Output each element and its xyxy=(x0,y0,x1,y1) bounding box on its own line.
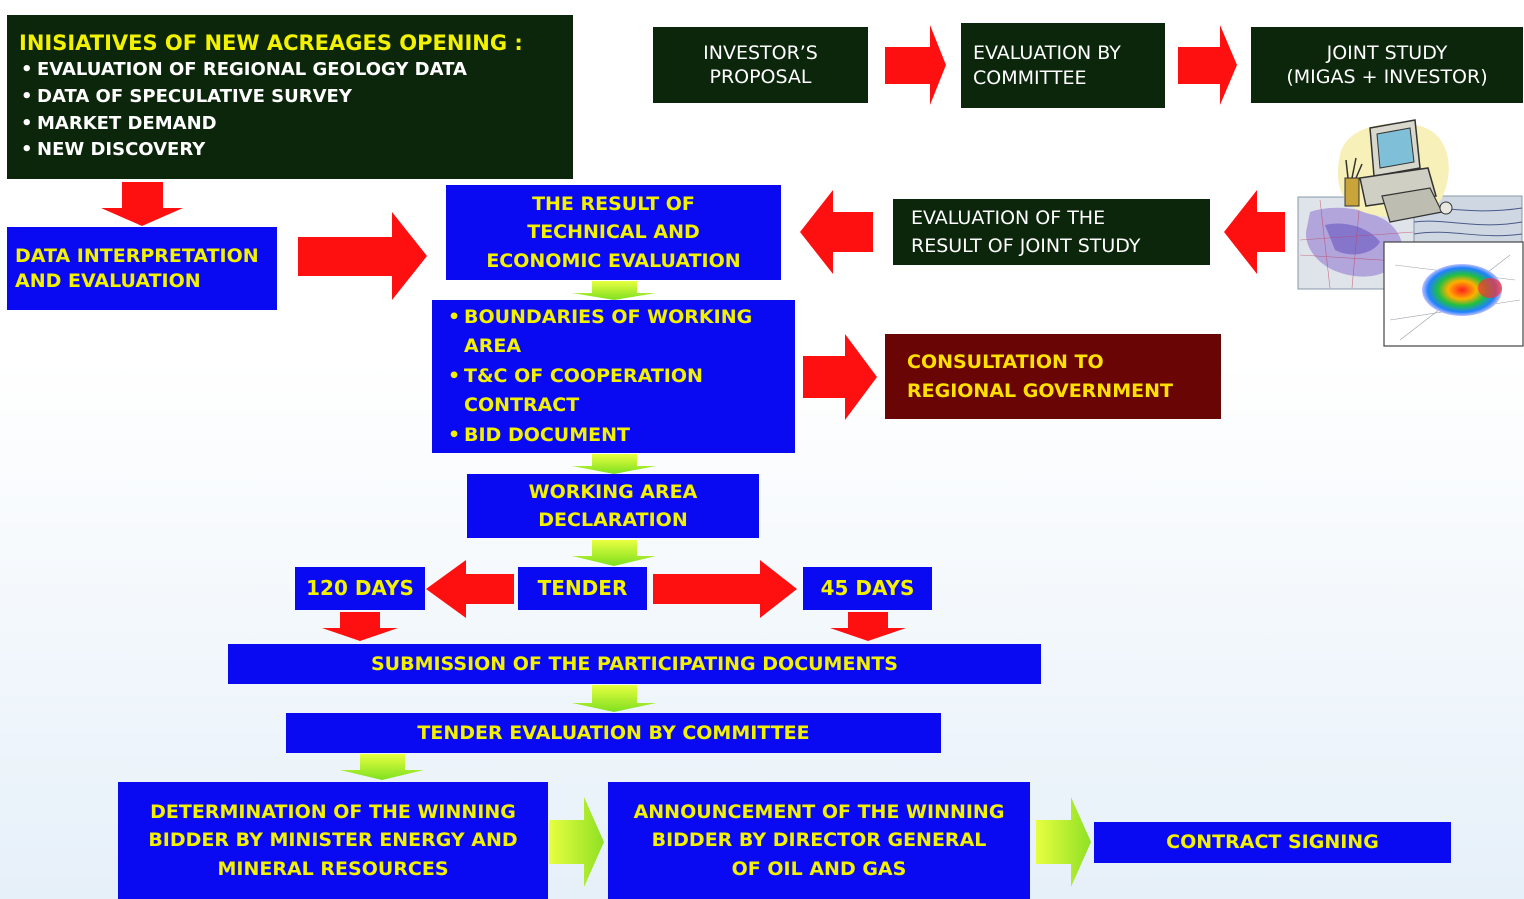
submission-box: SUBMISSION OF THE PARTICIPATING DOCUMENT… xyxy=(228,644,1041,684)
data-interpretation-box: DATA INTERPRETATION AND EVALUATION xyxy=(7,227,277,310)
initiatives-title: INISIATIVES OF NEW ACREAGES OPENING : xyxy=(19,31,523,56)
boundaries-item: BOUNDARIES OF WORKING AREA xyxy=(446,303,795,362)
arrow-submission-to-evaluation xyxy=(572,685,656,712)
days-120-box: 120 DAYS xyxy=(295,567,425,610)
arrow-tender-to-45-days xyxy=(653,560,797,618)
boundaries-item: BID DOCUMENT xyxy=(446,421,795,451)
evaluation-joint-study-box: EVALUATION OF THE RESULT OF JOINT STUDY xyxy=(893,199,1210,265)
data-interpretation-label: DATA INTERPRETATION AND EVALUATION xyxy=(15,245,259,292)
computer-clipart-icon xyxy=(1337,119,1453,223)
arrow-image-to-evaluation xyxy=(1224,190,1285,274)
announcement-label: ANNOUNCEMENT OF THE WINNING BIDDER BY DI… xyxy=(633,800,1005,880)
tender-evaluation-label: TENDER EVALUATION BY COMMITTEE xyxy=(417,721,810,744)
boundaries-list: BOUNDARIES OF WORKING AREA T&C OF COOPER… xyxy=(446,303,795,451)
initiatives-list: EVALUATION OF REGIONAL GEOLOGY DATA DATA… xyxy=(19,57,467,164)
arrow-tender-to-120-days xyxy=(426,560,514,618)
evaluation-by-committee-box: EVALUATION BY COMMITTEE xyxy=(961,23,1165,108)
days-45-box: 45 DAYS xyxy=(803,567,932,610)
arrow-evaluation-to-determination xyxy=(340,754,424,780)
investor-proposal-label: INVESTOR’S PROPOSAL xyxy=(703,41,818,88)
joint-study-label: JOINT STUDY (MIGAS + INVESTOR) xyxy=(1286,41,1488,88)
tender-evaluation-box: TENDER EVALUATION BY COMMITTEE xyxy=(286,713,941,753)
contract-signing-label: CONTRACT SIGNING xyxy=(1166,831,1379,854)
days-45-label: 45 DAYS xyxy=(820,575,915,600)
arrow-committee-to-joint-study xyxy=(1178,25,1237,105)
arrow-to-consultation xyxy=(803,334,877,420)
determination-box: DETERMINATION OF THE WINNING BIDDER BY M… xyxy=(118,782,548,899)
tender-label: TENDER xyxy=(537,575,628,600)
submission-label: SUBMISSION OF THE PARTICIPATING DOCUMENT… xyxy=(370,652,898,675)
technical-economic-result-label: THE RESULT OF TECHNICAL AND ECONOMIC EVA… xyxy=(486,192,741,272)
initiatives-item: DATA OF SPECULATIVE SURVEY xyxy=(19,84,467,111)
arrow-boundaries-to-declaration xyxy=(572,454,656,474)
arrow-initiatives-down xyxy=(101,182,183,226)
determination-label: DETERMINATION OF THE WINNING BIDDER BY M… xyxy=(148,800,518,880)
technical-economic-result-box: THE RESULT OF TECHNICAL AND ECONOMIC EVA… xyxy=(446,185,781,280)
investor-proposal-box: INVESTOR’S PROPOSAL xyxy=(653,27,868,103)
evaluation-by-committee-label: EVALUATION BY COMMITTEE xyxy=(973,42,1121,89)
arrow-45-days-down xyxy=(830,612,906,641)
consultation-label: CONSULTATION TO REGIONAL GOVERNMENT xyxy=(907,351,1173,402)
tender-box: TENDER xyxy=(518,567,647,610)
geology-map-image xyxy=(1297,195,1524,347)
arrow-result-to-boundaries xyxy=(572,281,656,300)
initiatives-item: MARKET DEMAND xyxy=(19,111,467,138)
arrow-interpretation-to-result xyxy=(298,212,427,300)
consultation-box: CONSULTATION TO REGIONAL GOVERNMENT xyxy=(885,334,1221,419)
arrow-determination-to-announcement xyxy=(549,797,604,887)
arrow-announcement-to-signing xyxy=(1036,797,1091,887)
boundaries-box: BOUNDARIES OF WORKING AREA T&C OF COOPER… xyxy=(432,300,795,453)
days-120-label: 120 DAYS xyxy=(306,575,414,600)
working-area-declaration-box: WORKING AREA DECLARATION xyxy=(467,474,759,538)
contract-signing-box: CONTRACT SIGNING xyxy=(1094,822,1451,863)
evaluation-joint-study-label: EVALUATION OF THE RESULT OF JOINT STUDY xyxy=(911,206,1141,258)
initiatives-box: INISIATIVES OF NEW ACREAGES OPENING : EV… xyxy=(7,15,573,179)
initiatives-item: EVALUATION OF REGIONAL GEOLOGY DATA xyxy=(19,57,467,84)
initiatives-item: NEW DISCOVERY xyxy=(19,137,467,164)
arrow-120-days-down xyxy=(322,612,398,641)
arrow-declaration-to-tender xyxy=(572,540,656,566)
joint-study-box: JOINT STUDY (MIGAS + INVESTOR) xyxy=(1251,27,1523,103)
arrow-proposal-to-committee xyxy=(885,25,946,105)
boundaries-item: T&C OF COOPERATION CONTRACT xyxy=(446,362,795,421)
arrow-evaluation-to-result xyxy=(800,190,873,274)
working-area-declaration-label: WORKING AREA DECLARATION xyxy=(528,480,698,532)
announcement-box: ANNOUNCEMENT OF THE WINNING BIDDER BY DI… xyxy=(608,782,1030,899)
